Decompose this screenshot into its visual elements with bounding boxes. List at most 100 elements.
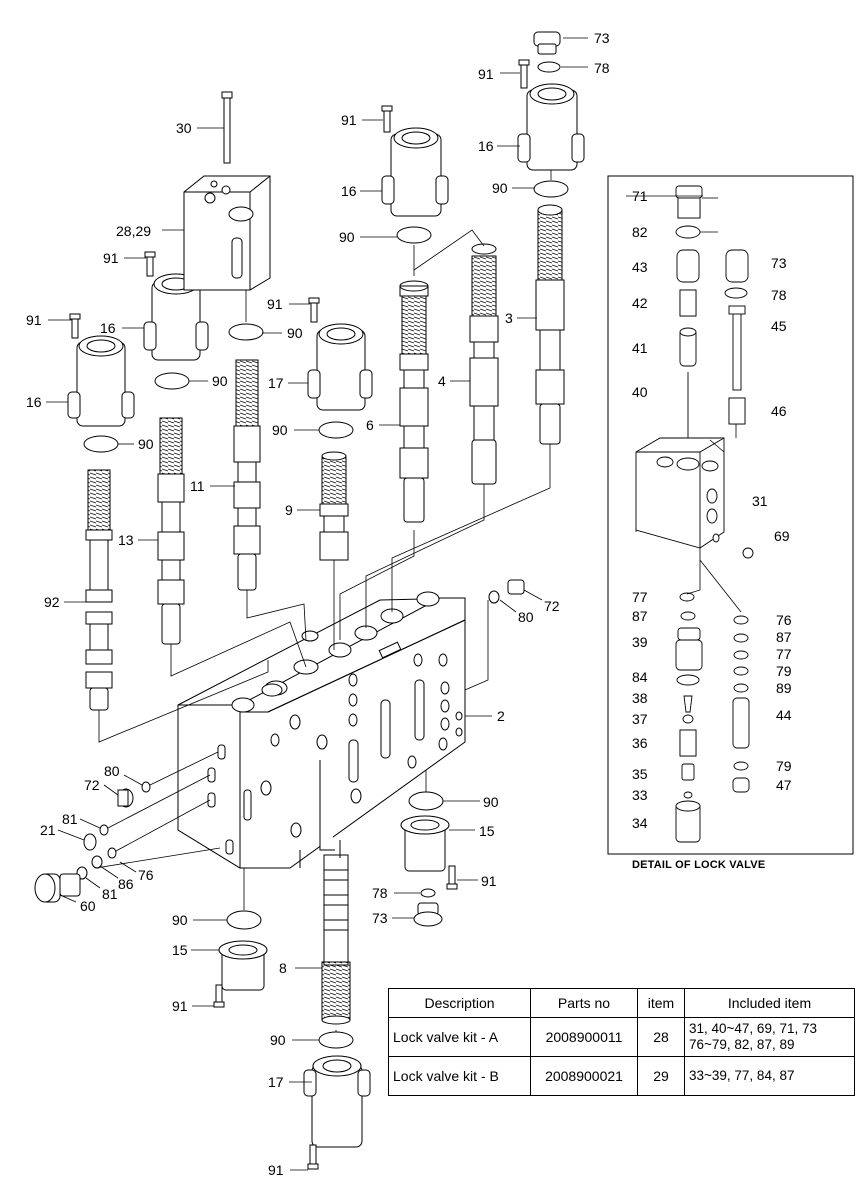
col-item: item bbox=[637, 988, 685, 1018]
block-28-29 bbox=[183, 175, 271, 291]
cell-item: 28 bbox=[637, 1017, 685, 1057]
detail-label-33: 33 bbox=[632, 787, 648, 803]
label-16: 16 bbox=[26, 394, 42, 410]
parts-table: Description Parts no item Included item … bbox=[388, 988, 855, 1096]
label-90: 90 bbox=[287, 325, 303, 341]
label-81: 81 bbox=[102, 886, 118, 902]
label-90: 90 bbox=[492, 180, 508, 196]
col-parts-no: Parts no bbox=[530, 988, 638, 1018]
label-80: 80 bbox=[518, 609, 534, 625]
label-91: 91 bbox=[268, 1162, 284, 1178]
spool-13 bbox=[157, 417, 185, 645]
leader-lines bbox=[46, 37, 588, 1171]
label-72: 72 bbox=[544, 598, 560, 614]
label-73: 73 bbox=[372, 910, 388, 926]
table-row: Lock valve kit - A 2008900011 28 31, 40~… bbox=[388, 1017, 855, 1057]
detail-label-46: 46 bbox=[771, 403, 787, 419]
detail-label-38: 38 bbox=[632, 690, 648, 706]
label-17: 17 bbox=[268, 375, 284, 391]
label-78: 78 bbox=[594, 60, 610, 76]
label-90: 90 bbox=[339, 229, 355, 245]
label-90: 90 bbox=[483, 794, 499, 810]
detail-label-39: 39 bbox=[632, 634, 648, 650]
label-6: 6 bbox=[366, 417, 374, 433]
spool-6 bbox=[399, 280, 429, 523]
cell-item: 29 bbox=[637, 1056, 685, 1096]
spool-9 bbox=[319, 451, 349, 561]
o-rings bbox=[76, 61, 569, 1049]
label-90: 90 bbox=[212, 373, 228, 389]
assembly-lines bbox=[95, 170, 552, 1032]
detail-label-44: 44 bbox=[776, 707, 792, 723]
detail-label-35: 35 bbox=[632, 766, 648, 782]
label-30: 30 bbox=[176, 120, 192, 136]
plugs bbox=[34, 31, 561, 927]
label-80: 80 bbox=[104, 763, 120, 779]
detail-label-36: 36 bbox=[632, 735, 648, 751]
label-73: 73 bbox=[594, 30, 610, 46]
cover-16-mid bbox=[143, 273, 209, 361]
label-11: 11 bbox=[190, 478, 205, 494]
cover-16-top bbox=[381, 127, 449, 217]
label-91: 91 bbox=[267, 296, 283, 312]
spool-3 bbox=[535, 204, 565, 445]
label-91: 91 bbox=[478, 66, 494, 82]
detail-label-41: 41 bbox=[632, 340, 648, 356]
label-91: 91 bbox=[341, 112, 357, 128]
detail-label-42: 42 bbox=[632, 295, 648, 311]
detail-label-82: 82 bbox=[632, 224, 648, 240]
label-90: 90 bbox=[272, 422, 288, 438]
detail-label-47: 47 bbox=[776, 777, 792, 793]
detail-lines bbox=[626, 195, 742, 613]
label-92: 92 bbox=[44, 594, 60, 610]
included-line: 31, 40~47, 69, 71, 73 bbox=[689, 1021, 817, 1036]
detail-label-79: 79 bbox=[776, 663, 792, 679]
label-90: 90 bbox=[172, 912, 188, 928]
cell-included: 33~39, 77, 84, 87 bbox=[684, 1056, 855, 1096]
detail-label-73: 73 bbox=[771, 255, 787, 271]
spool-8 bbox=[321, 854, 351, 1025]
detail-label-77: 77 bbox=[776, 646, 792, 662]
label-17: 17 bbox=[268, 1074, 284, 1090]
valve-body bbox=[177, 591, 466, 869]
detail-label-87: 87 bbox=[632, 608, 648, 624]
cell-parts-no: 2008900021 bbox=[530, 1056, 638, 1096]
label-8: 8 bbox=[279, 960, 287, 976]
label-78: 78 bbox=[372, 885, 388, 901]
label-91: 91 bbox=[481, 873, 497, 889]
label-15: 15 bbox=[172, 942, 188, 958]
label-76: 76 bbox=[138, 867, 154, 883]
label-16: 16 bbox=[478, 138, 494, 154]
detail-caption: DETAIL OF LOCK VALVE bbox=[632, 859, 766, 871]
label-60: 60 bbox=[80, 898, 96, 914]
cover-17-bottom bbox=[303, 1055, 371, 1148]
included-line: 33~39, 77, 84, 87 bbox=[689, 1068, 795, 1083]
spool-4 bbox=[469, 243, 499, 485]
detail-label-79: 79 bbox=[776, 758, 792, 774]
bolts bbox=[69, 59, 530, 1170]
spool-11 bbox=[233, 359, 261, 591]
label-16: 16 bbox=[341, 183, 357, 199]
cover-15-left bbox=[218, 940, 268, 991]
detail-label-89: 89 bbox=[776, 680, 792, 696]
cell-parts-no: 2008900011 bbox=[530, 1017, 638, 1057]
label-3: 3 bbox=[505, 310, 513, 326]
col-description: Description bbox=[388, 988, 531, 1018]
spool-92 bbox=[85, 469, 113, 711]
label-91: 91 bbox=[172, 998, 188, 1014]
label-4: 4 bbox=[438, 373, 446, 389]
label-86: 86 bbox=[118, 876, 134, 892]
detail-label-77: 77 bbox=[632, 589, 648, 605]
label-90: 90 bbox=[138, 436, 154, 452]
label-90: 90 bbox=[270, 1032, 286, 1048]
detail-label-69: 69 bbox=[774, 528, 790, 544]
table-header-row: Description Parts no item Included item bbox=[388, 988, 855, 1018]
cell-description: Lock valve kit - B bbox=[388, 1056, 531, 1096]
detail-label-43: 43 bbox=[632, 259, 648, 275]
detail-parts bbox=[635, 185, 754, 843]
detail-label-31: 31 bbox=[752, 493, 768, 509]
detail-label-37: 37 bbox=[632, 711, 648, 727]
label-13: 13 bbox=[118, 532, 134, 548]
cover-17-top bbox=[307, 323, 373, 411]
